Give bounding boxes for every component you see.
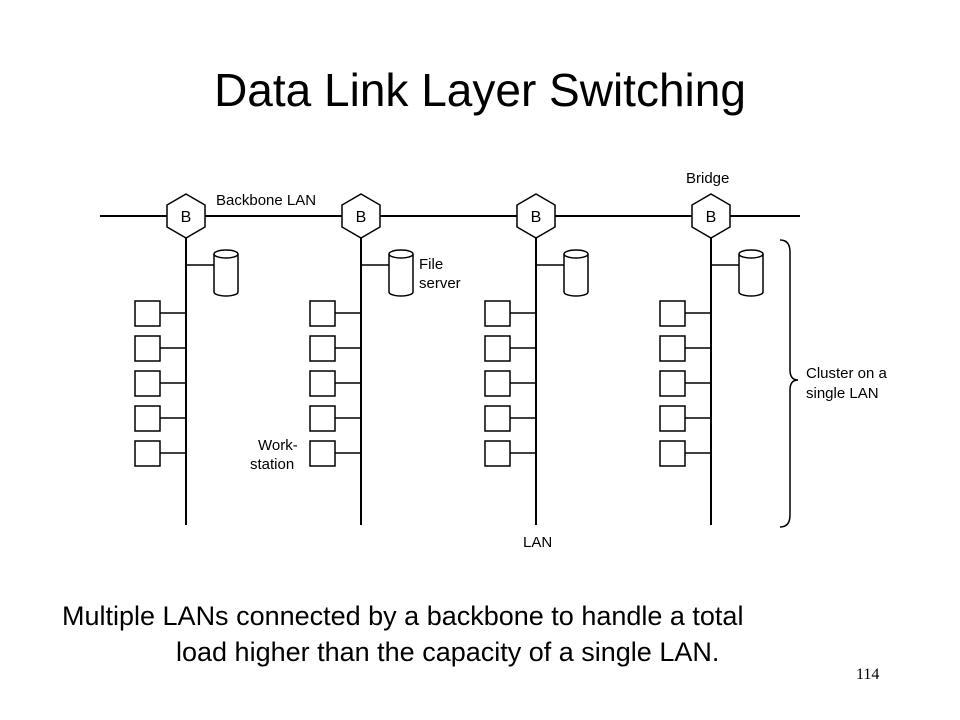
workstation-icon: [659, 440, 686, 467]
workstation-icons: [309, 300, 361, 467]
cluster-label-line2: single LAN: [806, 385, 879, 402]
workstation-icon: [309, 405, 336, 432]
caption-line-2: load higher than the capacity of a singl…: [176, 637, 720, 667]
workstation-label-line1: Work-: [258, 437, 298, 454]
workstation-icon: [484, 335, 511, 362]
bridge-node-label: B: [356, 209, 367, 226]
file-server-icon: [388, 249, 414, 297]
workstation-icon: [309, 370, 336, 397]
workstation-icon: [484, 300, 511, 327]
bridge-node: [341, 193, 381, 239]
bridge-label: Bridge: [686, 170, 729, 187]
workstation-icon: [134, 370, 161, 397]
lan-label: LAN: [523, 534, 552, 551]
workstation-icon: [309, 440, 336, 467]
workstation-icon: [134, 300, 161, 327]
workstation-label-line2: station: [250, 456, 294, 473]
workstation-icon: [309, 300, 336, 327]
backbone-lan-label: Backbone LAN: [216, 192, 316, 209]
workstation-icons: [134, 300, 186, 467]
workstation-icon: [484, 440, 511, 467]
bridge-node: [691, 193, 731, 239]
workstation-icon: [484, 370, 511, 397]
file-server-icon: [738, 249, 764, 297]
slide-title: Data Link Layer Switching: [214, 64, 746, 116]
workstation-icon: [484, 405, 511, 432]
caption-line-1: Multiple LANs connected by a backbone to…: [62, 601, 744, 631]
bridge-node-label: B: [531, 209, 542, 226]
workstation-icon: [309, 335, 336, 362]
file-server-icon: [213, 249, 239, 297]
cluster-brace: [779, 239, 799, 528]
workstation-icon: [659, 370, 686, 397]
page-number: 114: [856, 666, 880, 683]
bridge-node-label: B: [706, 209, 717, 226]
file-server-label-line1: File: [419, 256, 443, 273]
lan-cluster-1: B: [134, 193, 239, 525]
workstation-icons: [484, 300, 536, 467]
file-server-icon: [563, 249, 589, 297]
workstation-icon: [659, 300, 686, 327]
bridge-node: [166, 193, 206, 239]
workstation-icon: [659, 335, 686, 362]
workstation-icon: [134, 440, 161, 467]
cluster-label-line1: Cluster on a: [806, 365, 888, 382]
lan-cluster-4: B: [659, 193, 764, 525]
file-server-label-line2: server: [419, 275, 461, 292]
lan-cluster-2: B: [309, 193, 414, 525]
slide-caption: Multiple LANs connected by a backbone to…: [62, 598, 912, 670]
workstation-icon: [134, 405, 161, 432]
workstation-icons: [659, 300, 711, 467]
lan-cluster-3: B: [484, 193, 589, 525]
workstation-icon: [134, 335, 161, 362]
bridge-node-label: B: [181, 209, 192, 226]
bridge-node: [516, 193, 556, 239]
workstation-icon: [659, 405, 686, 432]
